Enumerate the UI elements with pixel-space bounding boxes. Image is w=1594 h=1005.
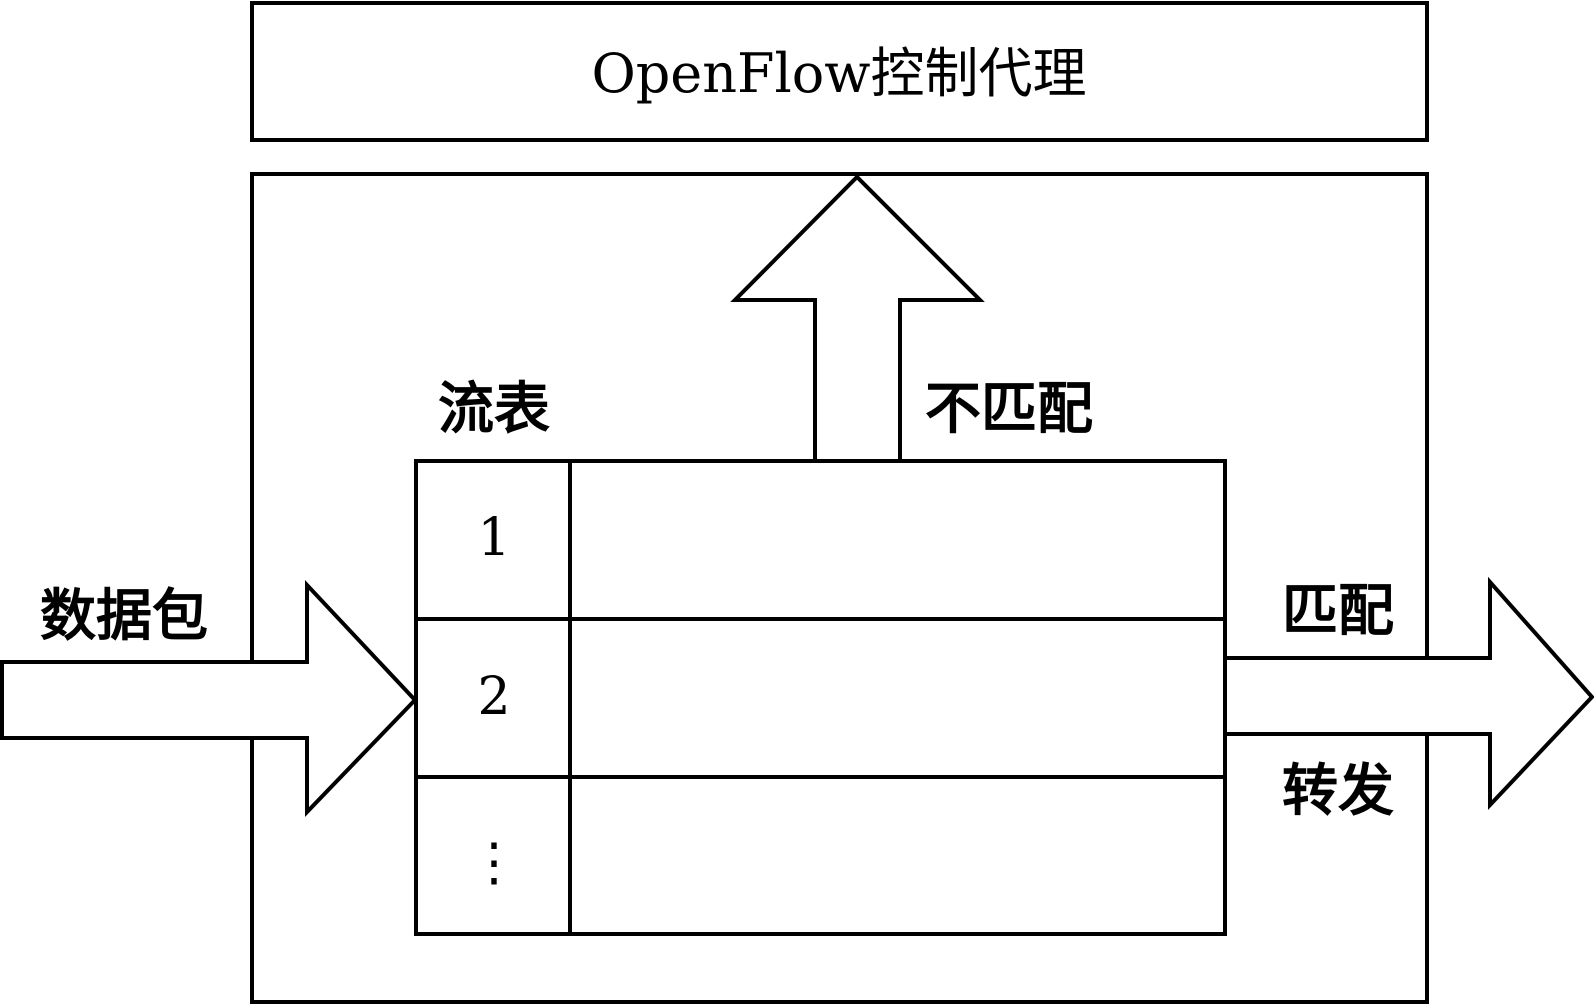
packet-in-arrow	[0, 579, 418, 817]
forward-label: 转发	[1282, 759, 1394, 824]
packet-label: 数据包	[40, 584, 208, 649]
flow-table-row-index: 2	[477, 667, 510, 727]
forward-arrow	[1223, 576, 1594, 811]
flow-table-title: 流表	[438, 377, 550, 442]
switch-box	[250, 172, 1429, 1004]
controller-label: OpenFlow控制代理	[591, 42, 1086, 105]
match-label: 匹配	[1282, 579, 1394, 644]
no-match-arrow	[730, 174, 985, 463]
no-match-label: 不匹配	[925, 377, 1093, 442]
flow-table-row-index: ⋮	[468, 833, 520, 893]
flow-table: 1 2 ⋮	[414, 459, 1227, 936]
controller-box	[250, 1, 1429, 142]
flow-table-row-index: 1	[477, 508, 510, 568]
flow-table-frame	[414, 459, 1227, 936]
